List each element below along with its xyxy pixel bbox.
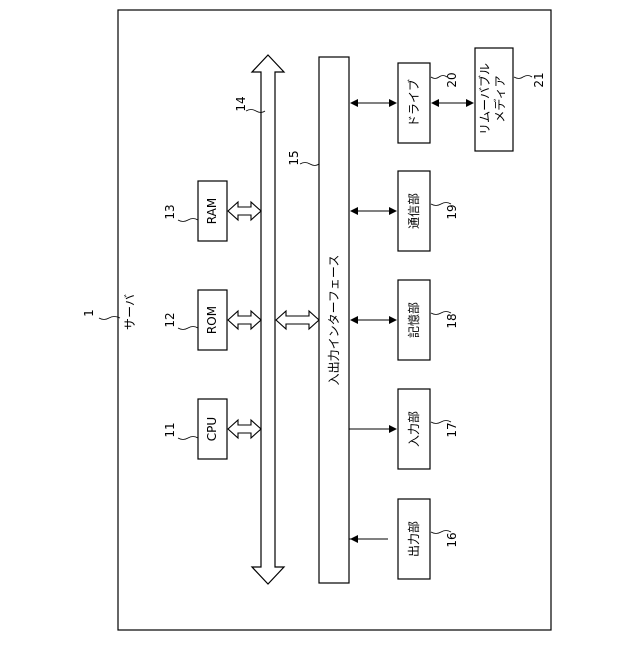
- io-storage-arrow: [350, 316, 397, 324]
- io-input-arrow: [349, 425, 397, 433]
- io-comm-arrow: [350, 207, 397, 215]
- server-label: サーバ: [123, 294, 137, 330]
- io-drive-arrow: [350, 99, 397, 107]
- rom-ref: 12: [163, 312, 177, 327]
- cpu-ref-leader: [178, 437, 198, 440]
- io-interface-ref-leader: [300, 163, 319, 166]
- storage-ref: 18: [445, 313, 459, 328]
- cpu-ref: 11: [163, 422, 177, 437]
- removable-media-label-1: リムーバブル: [477, 63, 492, 135]
- rom-ref-leader: [178, 327, 198, 330]
- bus-ref: 14: [234, 96, 248, 111]
- storage-label: 記憶部: [406, 302, 421, 338]
- comm-label: 通信部: [406, 193, 421, 229]
- output-label: 出力部: [406, 521, 421, 557]
- removable-media-ref: 21: [532, 72, 546, 87]
- removable-media-ref-leader: [514, 76, 532, 79]
- comm-ref: 19: [445, 204, 459, 219]
- output-ref: 16: [445, 532, 459, 547]
- rom-label: ROM: [205, 306, 219, 334]
- removable-media-label-2: メディア: [492, 75, 507, 122]
- bus-io-arrow: [276, 311, 319, 329]
- io-output-arrow: [349, 535, 388, 543]
- ram-ref: 13: [163, 204, 177, 219]
- ram-bus-arrow: [228, 202, 261, 220]
- server-ref-leader: [99, 317, 120, 320]
- io-interface-label: 入出力インターフェース: [327, 255, 341, 386]
- ram-label: RAM: [205, 198, 219, 224]
- bus-ref-leader: [246, 110, 265, 113]
- drive-media-arrow: [431, 99, 474, 107]
- drive-ref: 20: [445, 72, 459, 87]
- input-ref: 17: [445, 422, 459, 437]
- input-label: 入力部: [406, 411, 421, 447]
- bus-arrow: [252, 55, 284, 584]
- rom-bus-arrow: [228, 311, 261, 329]
- drive-label: ドライブ: [406, 79, 421, 127]
- io-interface-ref: 15: [287, 150, 301, 165]
- cpu-label: CPU: [205, 417, 219, 441]
- cpu-bus-arrow: [228, 420, 261, 438]
- server-ref: 1: [82, 309, 96, 317]
- ram-ref-leader: [178, 219, 198, 222]
